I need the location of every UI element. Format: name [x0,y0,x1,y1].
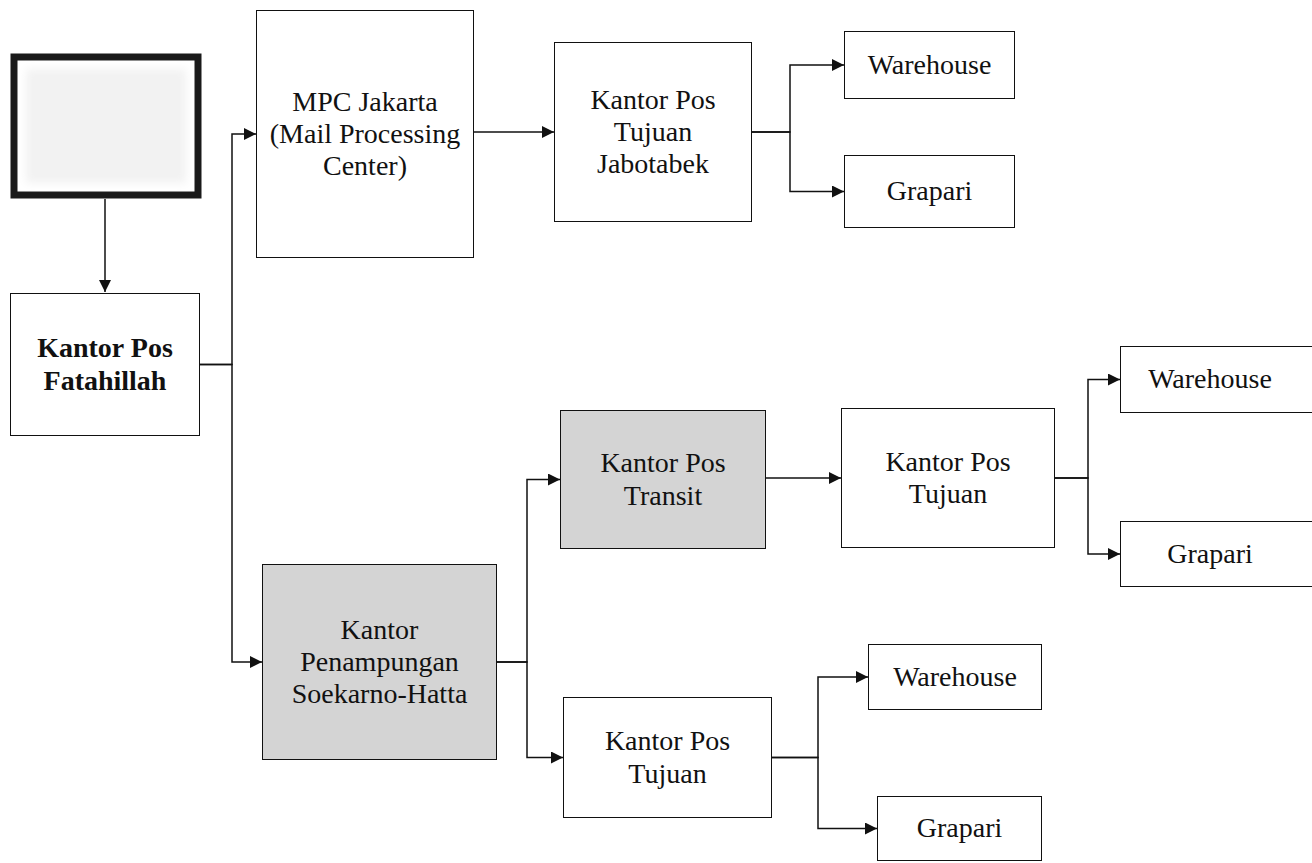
box-label: Kantor Pos Tujuan [850,446,1046,510]
box-label: MPC Jakarta (Mail Processing Center) [265,86,465,183]
process-box: Grapari [844,155,1015,228]
flow-arrow [1055,380,1120,479]
box-label: Grapari [917,812,1003,844]
box-label: Warehouse [893,661,1017,693]
process-box: Warehouse [868,644,1042,710]
process-box: Grapari [877,796,1042,861]
flow-arrow [200,365,262,663]
process-box: Kantor Pos Transit [560,410,766,549]
flow-arrow [497,662,563,758]
box-label: Warehouse [1148,363,1272,395]
box-label: Kantor Pos Transit [569,447,757,511]
picture-arrow [104,199,106,292]
box-label: Kantor Pos Tujuan Jabotabek [563,84,743,181]
process-box: Warehouse [1120,346,1312,413]
flow-arrow [474,131,554,133]
flow-arrow [752,65,844,132]
process-box: Warehouse [844,31,1015,99]
flow-arrow [772,677,868,758]
box-label: Kantor Pos Tujuan [572,725,763,789]
process-box: Grapari [1120,521,1312,587]
box-label: Grapari [887,175,973,207]
flow-arrow [1055,478,1120,554]
blurred-picture [26,69,186,183]
process-box: MPC Jakarta (Mail Processing Center) [256,10,474,258]
process-box: Kantor Penampungan Soekarno-Hatta [262,564,497,760]
box-label: Warehouse [868,49,992,81]
process-box: Kantor Pos Tujuan [841,408,1055,548]
flow-arrow [766,477,841,479]
flow-arrow [200,134,256,365]
flow-arrow [772,758,877,829]
process-box: Kantor Pos Tujuan Jabotabek [554,42,752,222]
process-box: Kantor Pos Fatahillah [10,293,200,436]
box-label: Kantor Pos Fatahillah [19,332,191,396]
flow-arrow [752,132,844,192]
blank-picture-frame [14,57,198,195]
box-label: Grapari [1167,538,1253,570]
flow-arrow [497,480,560,663]
process-box: Kantor Pos Tujuan [563,697,772,818]
box-label: Kantor Penampungan Soekarno-Hatta [271,614,488,711]
